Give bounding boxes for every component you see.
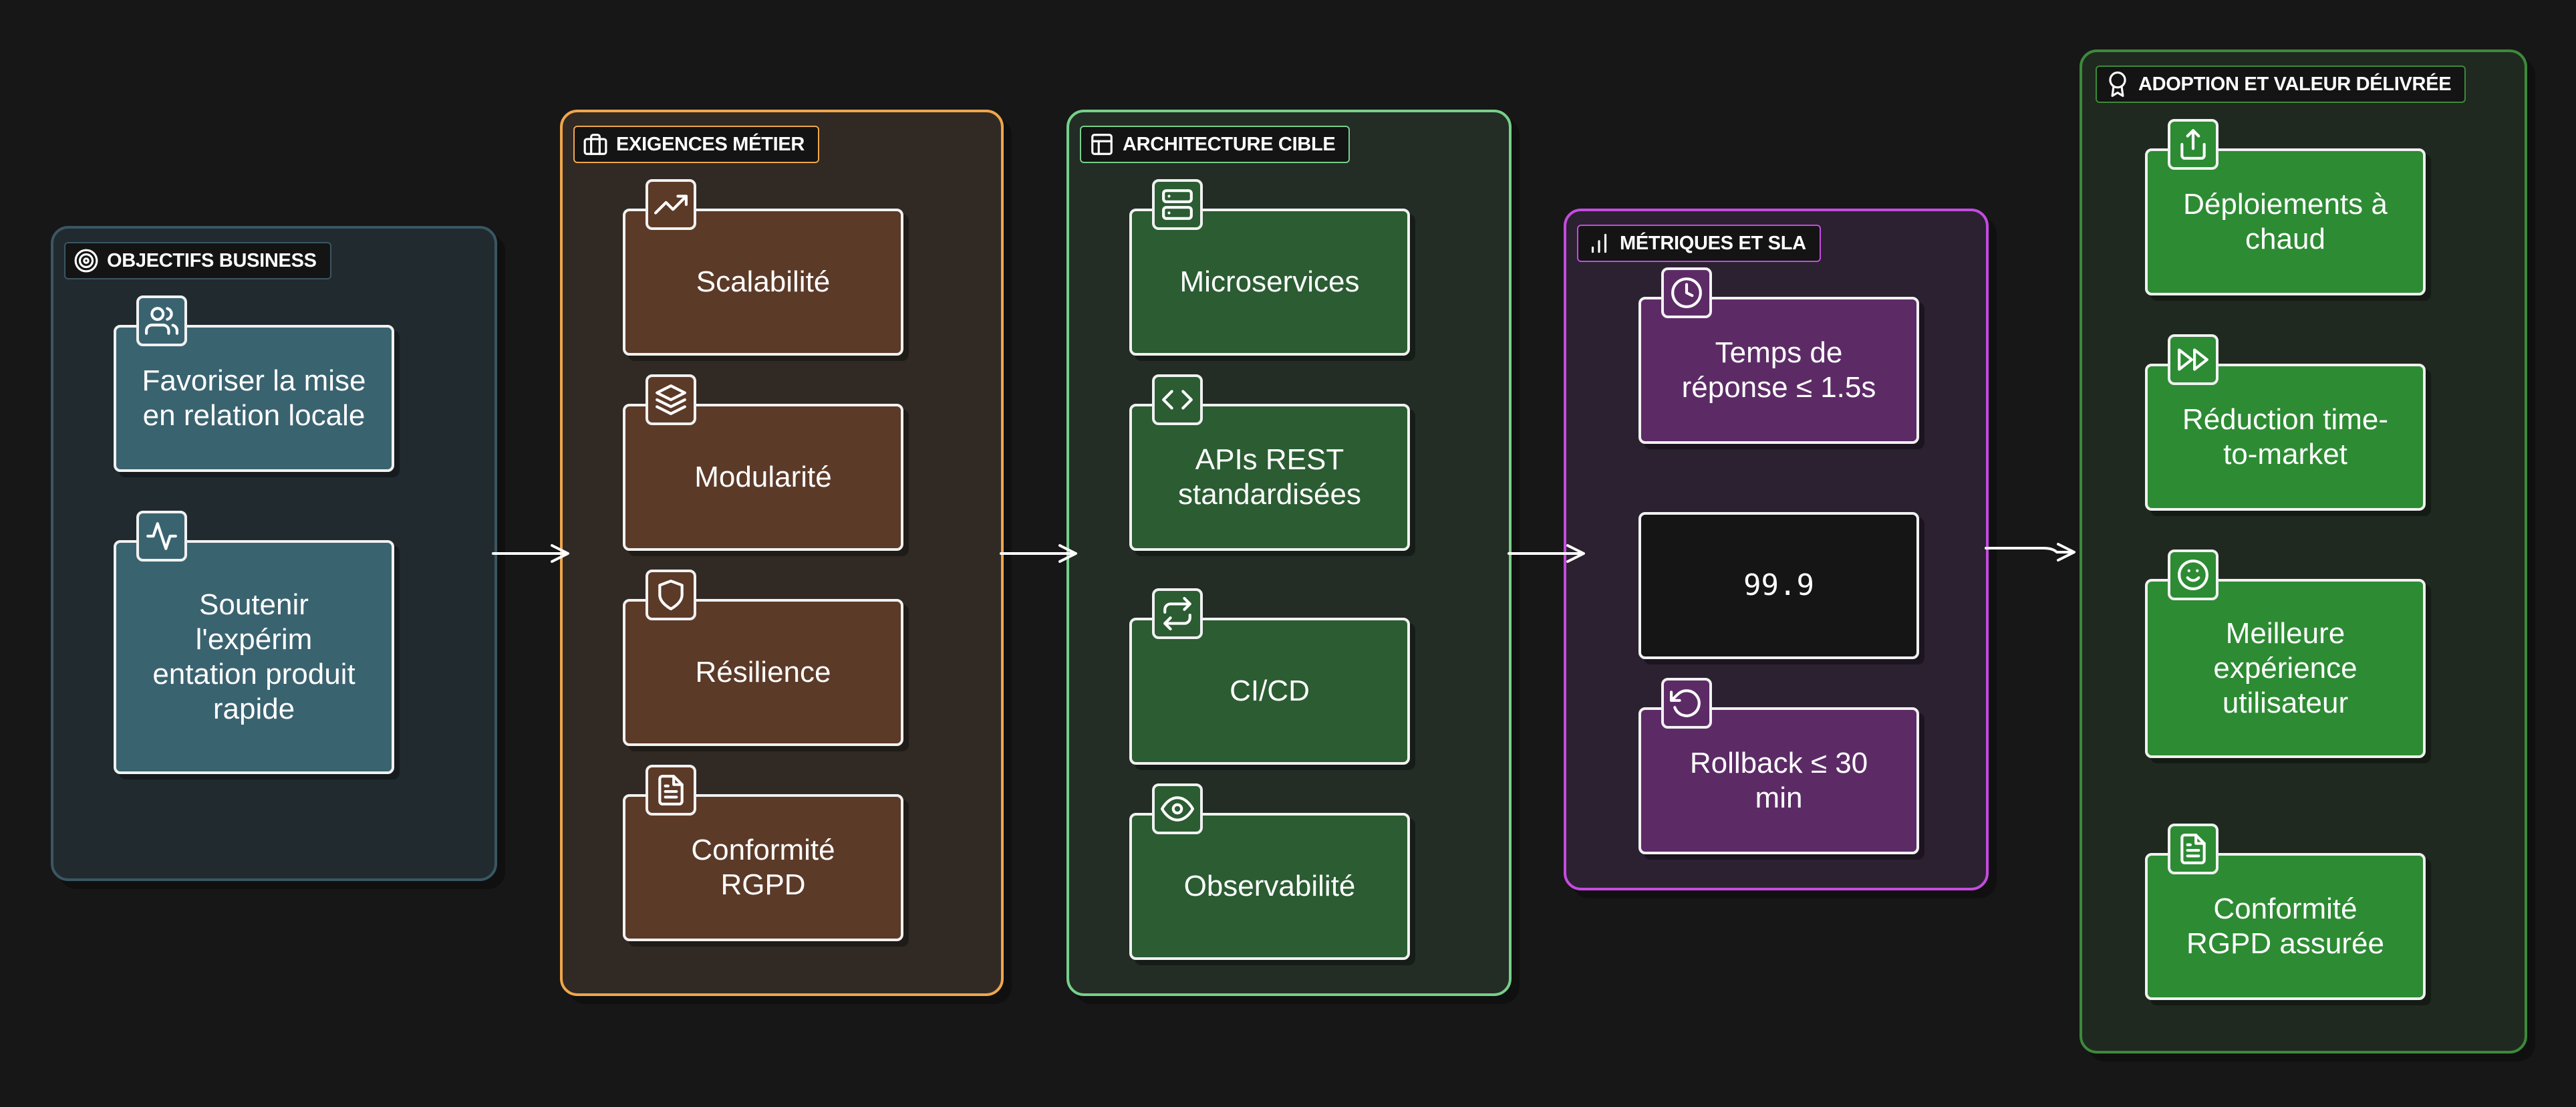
layers-icon: [646, 374, 696, 425]
arrow-business-to-architecture: [1000, 544, 1077, 563]
node-label: Soutenir l'expérim entation produit rapi…: [152, 588, 355, 725]
arrow-objectives-to-business: [492, 544, 569, 563]
group-label-architecture: ARCHITECTURE CIBLE: [1080, 126, 1350, 163]
target-icon: [74, 249, 98, 273]
node-label: 99.9: [1743, 568, 1814, 602]
group-label-text: ARCHITECTURE CIBLE: [1123, 133, 1336, 155]
node-label: Déploiements à chaud: [2183, 188, 2388, 255]
node-deploiements-a-chaud: Déploiements à chaud: [2145, 119, 2426, 295]
node-apis-rest: APIs REST standardisées: [1129, 374, 1410, 551]
node-label: Microservices: [1179, 265, 1360, 298]
group-objectives: OBJECTIFS BUSINESS Favoriser la mise en …: [51, 226, 497, 881]
group-label-adoption: ADOPTION ET VALEUR DÉLIVRÉE: [2096, 66, 2466, 103]
node-resilience: Résilience: [623, 570, 903, 746]
fast-forward-icon: [2168, 334, 2219, 385]
users-icon: [136, 295, 187, 346]
node-label: Rollback ≤ 30 min: [1689, 747, 1868, 814]
clock-icon: [1661, 267, 1712, 318]
node-microservices: Microservices: [1129, 179, 1410, 356]
shield-icon: [646, 570, 696, 620]
trending-up-icon: [646, 179, 696, 230]
node-scalabilite: Scalabilité: [623, 179, 903, 356]
node-label: Observabilité: [1183, 870, 1356, 902]
group-label-text: EXIGENCES MÉTIER: [616, 133, 805, 155]
group-label-business: EXIGENCES MÉTIER: [573, 126, 820, 163]
node-label: Favoriser la mise en relation locale: [142, 364, 366, 432]
layout-icon: [1091, 134, 1113, 155]
group-label-objectives: OBJECTIFS BUSINESS: [64, 242, 331, 279]
group-metrics: MÉTRIQUES ET SLA Temps de réponse ≤ 1.5s…: [1564, 209, 1989, 890]
node-availability: 99.9: [1638, 512, 1919, 659]
group-adoption: ADOPTION ET VALEUR DÉLIVRÉE Déploiements…: [2080, 49, 2527, 1054]
node-temps-de-reponse: Temps de réponse ≤ 1.5s: [1638, 267, 1919, 444]
code-icon: [1152, 374, 1203, 425]
eye-icon: [1152, 783, 1203, 834]
smile-icon: [2168, 549, 2219, 600]
node-label: Conformité RGPD assurée: [2186, 892, 2384, 960]
repeat-icon: [1152, 588, 1203, 639]
document-icon: [646, 765, 696, 816]
server-icon: [1152, 179, 1203, 230]
node-experience-utilisateur: Meilleure expérience utilisateur: [2145, 549, 2426, 758]
document-icon: [2168, 824, 2219, 874]
node-label: Modularité: [694, 461, 832, 493]
node-conformite-rgpd: Conformité RGPD: [623, 765, 903, 941]
activity-icon: [136, 511, 187, 562]
rotate-ccw-icon: [1661, 678, 1712, 729]
node-label: Résilience: [695, 656, 831, 689]
group-label-text: OBJECTIFS BUSINESS: [107, 249, 317, 271]
node-reduction-time-to-market: Réduction time-to-market: [2145, 334, 2426, 511]
node-experimentation: Soutenir l'expérim entation produit rapi…: [114, 511, 394, 774]
node-rollback: Rollback ≤ 30 min: [1638, 678, 1919, 854]
arrow-metrics-to-adoption: [1985, 543, 2076, 562]
node-label: Scalabilité: [696, 265, 831, 298]
node-label: Conformité RGPD: [691, 834, 835, 901]
node-conformite-rgpd-assuree: Conformité RGPD assurée: [2145, 824, 2426, 1000]
node-label: Temps de réponse ≤ 1.5s: [1681, 336, 1876, 404]
node-label: CI/CD: [1230, 674, 1310, 707]
group-label-text: ADOPTION ET VALEUR DÉLIVRÉE: [2138, 73, 2452, 95]
node-observabilite: Observabilité: [1129, 783, 1410, 960]
upload-icon: [2168, 119, 2219, 170]
node-mise-en-relation: Favoriser la mise en relation locale: [114, 295, 394, 472]
arrow-architecture-to-metrics: [1508, 544, 1585, 563]
node-label: Meilleure expérience utilisateur: [2213, 617, 2357, 719]
award-icon: [2109, 72, 2126, 97]
node-label: APIs REST standardisées: [1178, 443, 1361, 511]
node-modularite: Modularité: [623, 374, 903, 551]
group-label-text: MÉTRIQUES ET SLA: [1620, 232, 1806, 254]
group-label-metrics: MÉTRIQUES ET SLA: [1577, 225, 1821, 262]
briefcase-icon: [583, 134, 607, 155]
node-label: Réduction time-to-market: [2182, 403, 2389, 471]
group-business-requirements: EXIGENCES MÉTIER Scalabilité Modularité …: [560, 110, 1004, 996]
group-architecture: ARCHITECTURE CIBLE Microservices APIs RE…: [1066, 110, 1512, 996]
node-ci-cd: CI/CD: [1129, 588, 1410, 765]
bar-chart-icon: [1591, 233, 1607, 253]
